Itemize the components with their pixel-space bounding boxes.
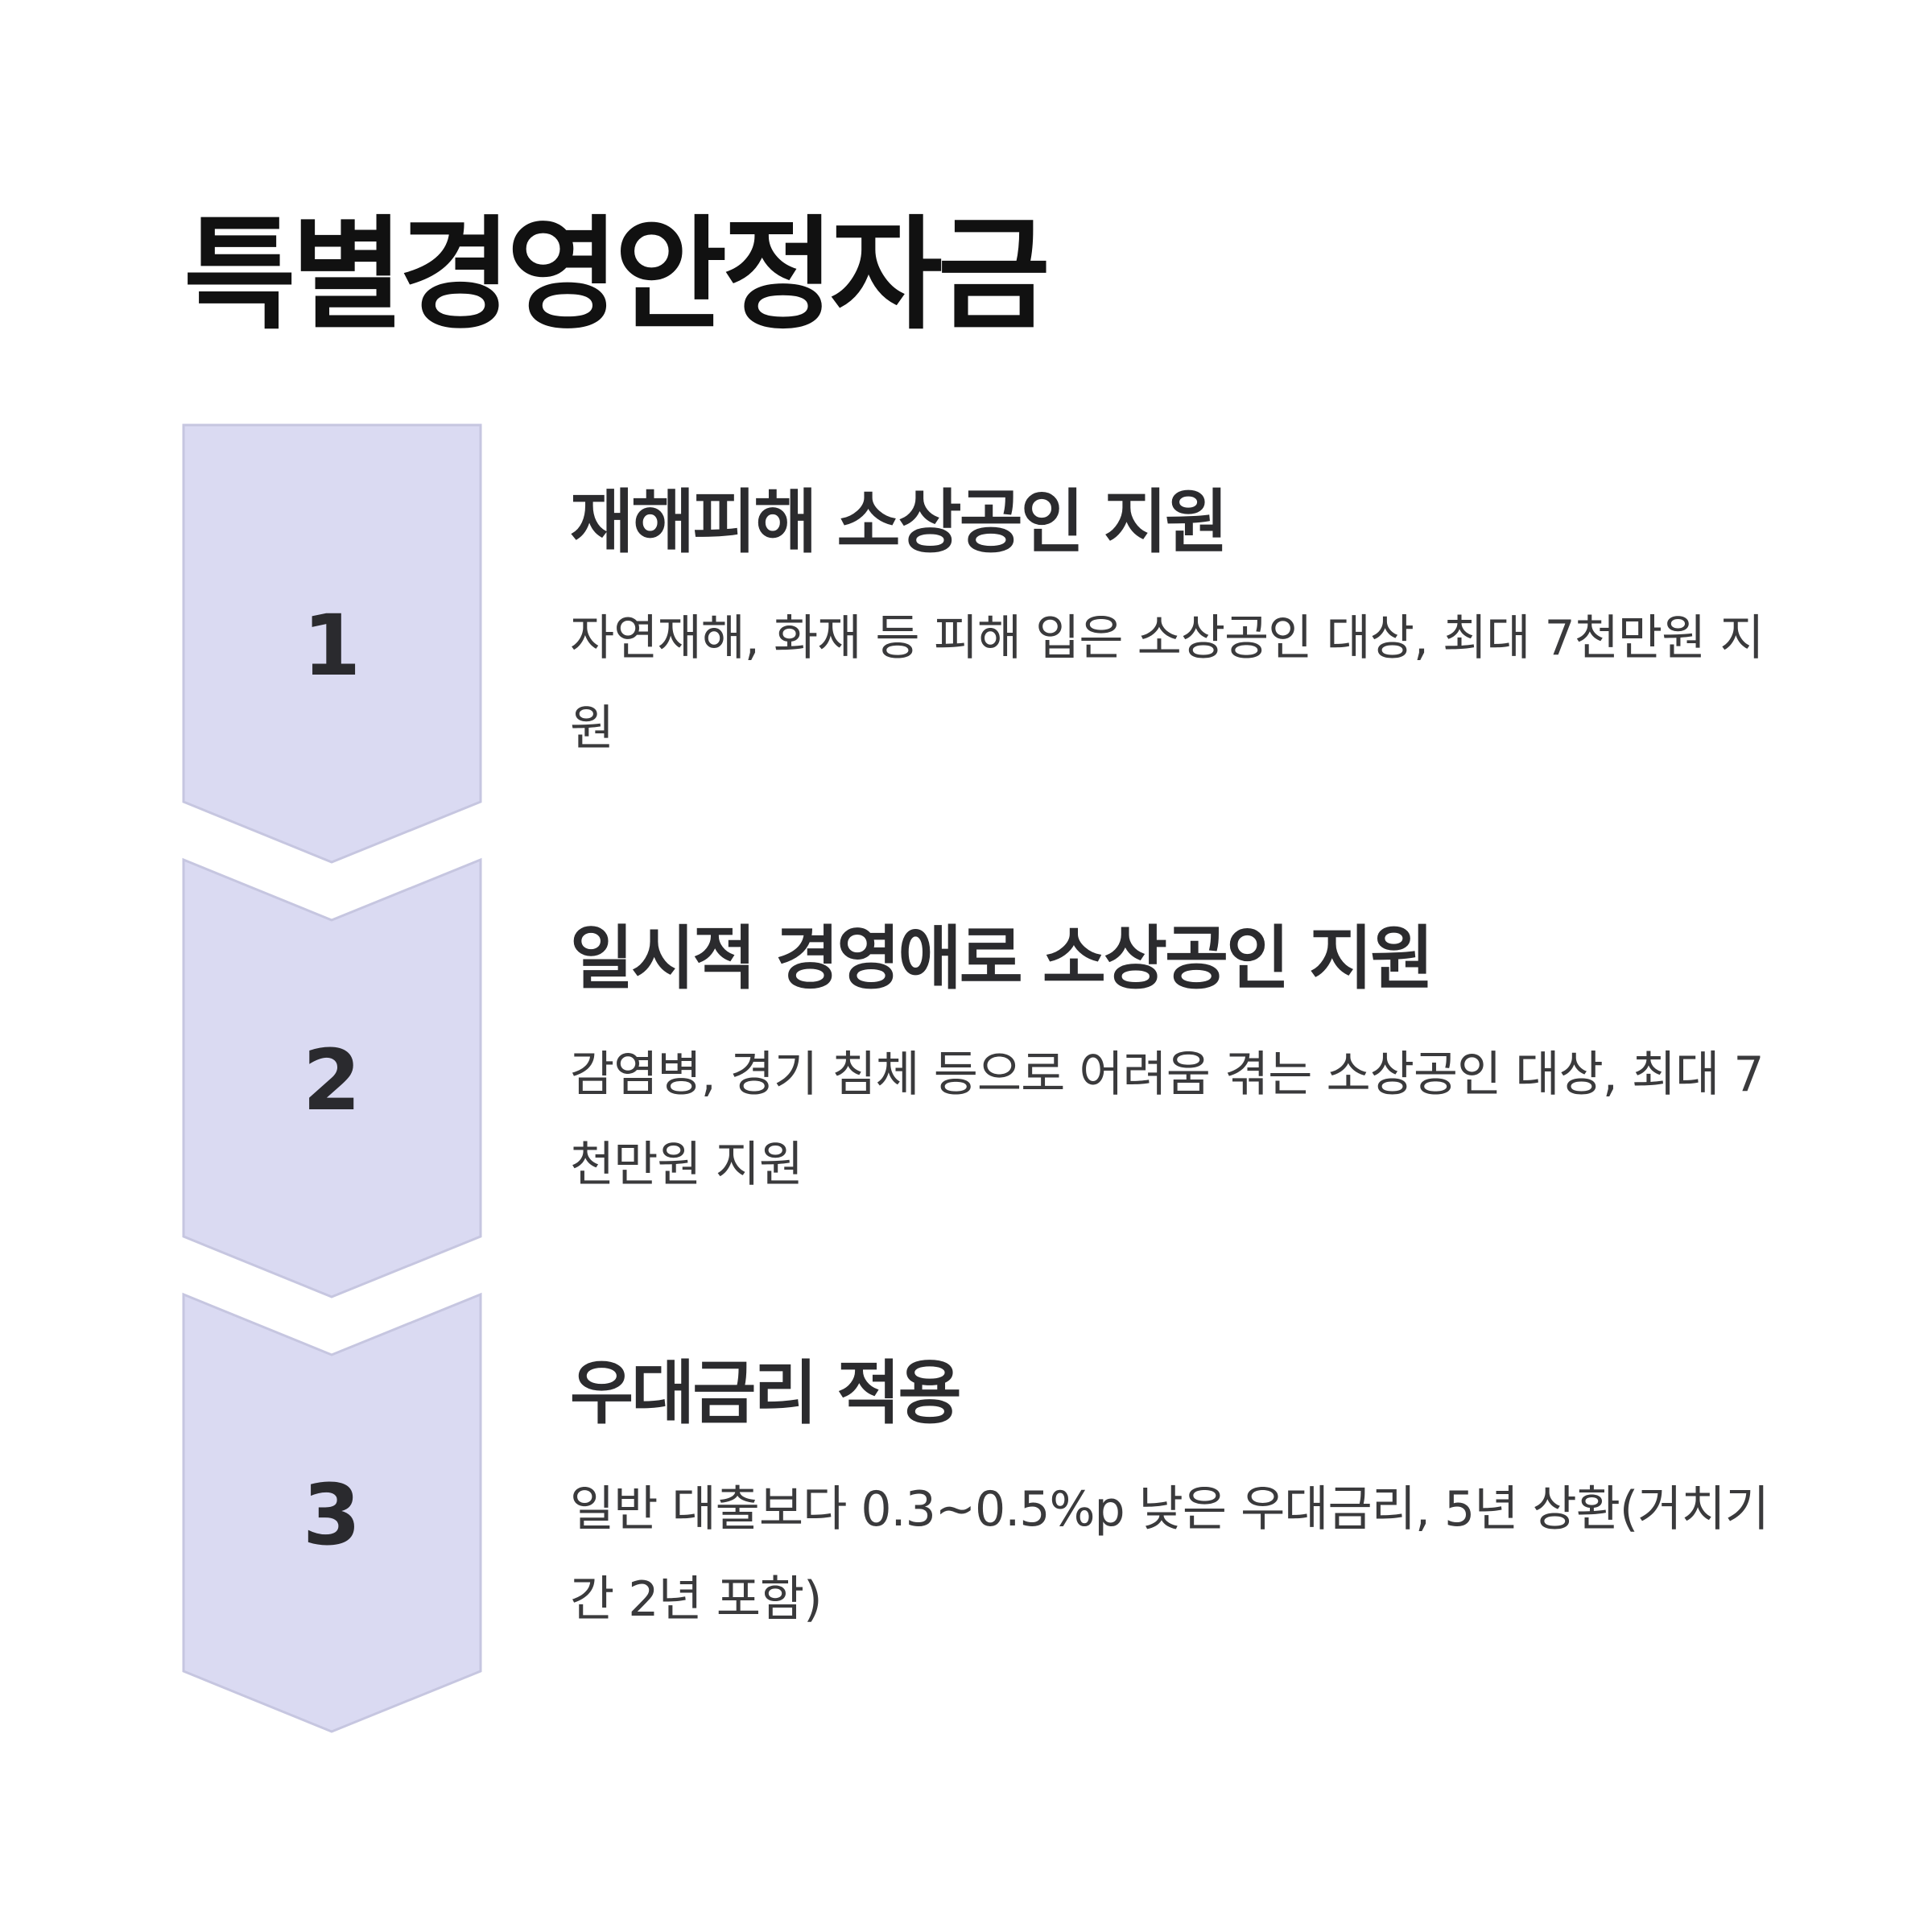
step-2-content: 일시적 경영애로 소상공인 지원 감염병, 경기 침체 등으로 어려움 겪는 소… <box>570 918 1777 1210</box>
step-2-title: 일시적 경영애로 소상공인 지원 <box>570 919 1434 999</box>
step-2-description: 감염병, 경기 침체 등으로 어려움 겪는 소상공인 대상, 최대 7천만원 지… <box>570 1046 1765 1194</box>
step-1-chevron <box>182 423 482 864</box>
step-2-chevron <box>182 857 482 1298</box>
step-1-description: 자연재해, 화재 등 피해 입은 소상공인 대상, 최대 7천만원 지원 <box>570 610 1765 758</box>
step-1-number: 1 <box>303 597 361 695</box>
step-3-description: 일반 대출보다 0.3~0.5%p 낮은 우대금리, 5년 상환(거치기간 2년… <box>570 1481 1769 1629</box>
step-3-number: 3 <box>303 1466 361 1564</box>
step-3-title: 우대금리 적용 <box>570 1353 962 1434</box>
step-2-number: 2 <box>303 1031 361 1129</box>
step-3-content: 우대금리 적용 일반 대출보다 0.3~0.5%p 낮은 우대금리, 5년 상환… <box>570 1352 1777 1645</box>
step-3-chevron <box>182 1292 482 1733</box>
step-1-title: 재해피해 소상공인 지원 <box>570 482 1228 563</box>
step-1-content: 재해피해 소상공인 지원 자연재해, 화재 등 피해 입은 소상공인 대상, 최… <box>570 481 1777 774</box>
page-title: 특별경영안정자금 <box>184 204 1051 346</box>
